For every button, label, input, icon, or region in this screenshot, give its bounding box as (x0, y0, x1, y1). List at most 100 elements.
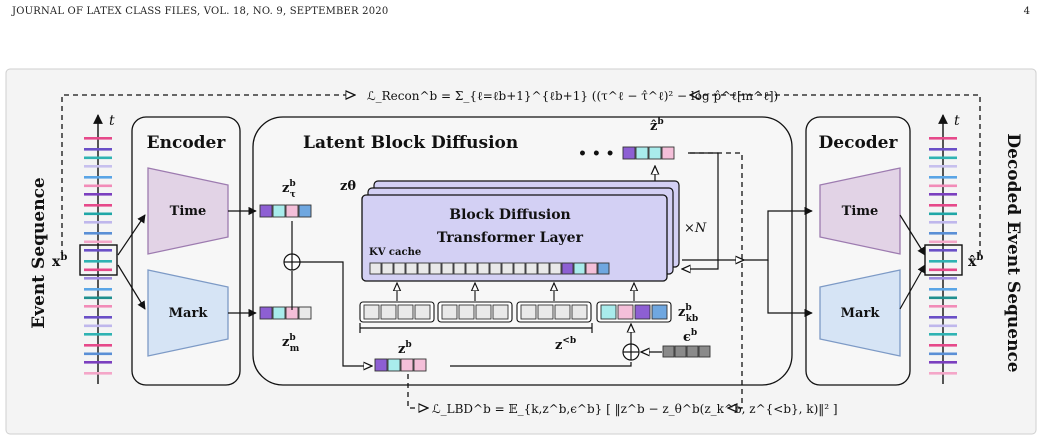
event-strip (84, 277, 112, 280)
kv-token (405, 262, 418, 275)
event-strip (929, 268, 957, 272)
event-strip (929, 249, 957, 252)
z-b-token (413, 358, 427, 372)
z-hat-token (622, 146, 636, 160)
z-hat-token (635, 146, 649, 160)
event-strip (929, 176, 957, 179)
event-strip (84, 344, 112, 347)
z-lt-b-label: z<b (555, 336, 576, 353)
kv-token (549, 262, 562, 275)
event-strip (929, 193, 957, 196)
output-axis-t-label: t (954, 113, 960, 129)
combine-to-zb-arrow (300, 261, 372, 366)
history-token (571, 304, 588, 320)
epsilon-label: ϵb (683, 328, 697, 345)
lbd-loss-formula: ℒ_LBD^b = 𝔼_{k,z^b,ϵ^b} [ ‖z^b − z_θ^b(z… (432, 402, 838, 416)
current-token (651, 304, 668, 320)
history-token (441, 304, 458, 320)
input-to-enc-time-arrow (117, 214, 146, 256)
event-strip (84, 372, 112, 375)
event-strip (929, 232, 957, 235)
history-token (414, 304, 431, 320)
z-hat-token-row (622, 146, 675, 160)
event-strip (929, 240, 957, 244)
event-strip (929, 333, 957, 336)
event-strip (84, 260, 112, 263)
event-sequence-label: Event Sequence (29, 177, 49, 329)
decoder-time-trapezoid (819, 167, 901, 255)
history-token (520, 304, 537, 320)
input-x-symbol: xb (52, 252, 67, 270)
z-m-token (298, 306, 312, 320)
event-strip (84, 333, 112, 336)
event-strip (84, 204, 112, 207)
zb-to-add-arrow (450, 362, 632, 367)
times-n-label: ×N (684, 221, 707, 236)
noise-token (686, 345, 699, 358)
block-to-layer-arrows (397, 283, 634, 301)
encoder-time-label: Time (170, 204, 207, 219)
dec-time-to-output-arrow (899, 214, 926, 256)
encoder-mark-trapezoid (147, 269, 229, 357)
history-token (554, 304, 571, 320)
z-tau-token-row (259, 204, 312, 218)
event-strip (84, 137, 112, 140)
kv-token (381, 262, 394, 275)
event-strip (929, 137, 957, 140)
history-token (537, 304, 554, 320)
event-strip (929, 324, 957, 328)
recon-loss-right-dashed (690, 95, 981, 255)
z-hat-label: ẑb (650, 117, 664, 134)
decoder-title: Decoder (819, 133, 899, 153)
encoder-title: Encoder (147, 133, 227, 153)
kv-token (393, 262, 406, 275)
history-token (397, 304, 414, 320)
decoder-time-label: Time (842, 204, 879, 219)
latent-to-decoder-path (744, 206, 813, 261)
input-to-enc-mark-arrow (117, 264, 146, 310)
event-strip (84, 316, 112, 319)
event-strip (84, 176, 112, 179)
output-window (924, 244, 963, 276)
z-tau-token (298, 204, 312, 218)
current-token (634, 304, 651, 320)
current-token (617, 304, 634, 320)
event-strip (84, 240, 112, 244)
event-strip (929, 316, 957, 319)
event-strip (84, 156, 112, 160)
current-token (600, 304, 617, 320)
z-theta-label: zθ (340, 179, 356, 194)
noise-token-row (662, 345, 711, 358)
event-strip (929, 212, 957, 216)
event-strip (84, 193, 112, 196)
event-strip (929, 148, 957, 151)
output-event-strips (929, 137, 957, 375)
event-strip (84, 148, 112, 151)
decoder-mark-trapezoid (819, 269, 901, 357)
kv-token (477, 262, 490, 275)
z-hat-token (648, 146, 662, 160)
kv-token (465, 262, 478, 275)
dec-mark-to-output-arrow (899, 264, 926, 310)
event-strip (929, 305, 957, 308)
input-axis-t-label: t (109, 113, 115, 129)
lbd-loss-left-dashed (407, 374, 428, 408)
event-strip (84, 184, 112, 188)
z-tau-token (272, 204, 286, 218)
transformer-title-line1: Block Diffusion (449, 207, 570, 223)
z-m-token-row (259, 306, 312, 320)
event-strip (84, 212, 112, 216)
z-b-token (400, 358, 414, 372)
page-number: 4 (1023, 6, 1030, 17)
encoder-time-trapezoid (147, 167, 229, 255)
kv-token (525, 262, 538, 275)
transformer-layer (361, 194, 668, 282)
z-tau-token (285, 204, 299, 218)
event-strip (929, 344, 957, 347)
event-strip (929, 361, 957, 364)
history-token (475, 304, 492, 320)
latent-title: Latent Block Diffusion (303, 133, 518, 153)
kv-token (417, 262, 430, 275)
